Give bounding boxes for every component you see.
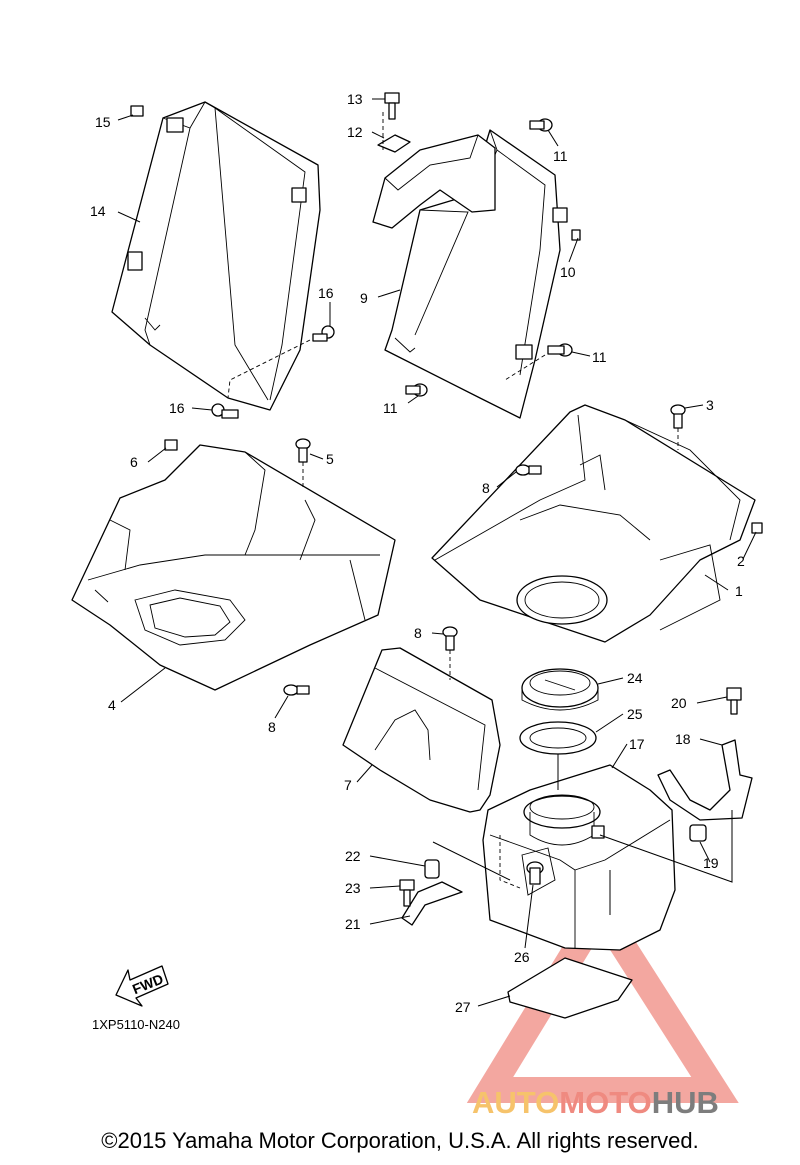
callout-1: 1 (735, 583, 743, 599)
callout-10: 10 (560, 264, 576, 280)
callout-3: 3 (706, 397, 714, 413)
callout-4: 4 (108, 697, 116, 713)
part-18-bracket (657, 739, 753, 821)
part-22-damper (424, 859, 440, 879)
callout-5: 5 (326, 451, 334, 467)
watermark-part-3: HUB (652, 1085, 719, 1120)
callout-20: 20 (671, 695, 687, 711)
nut-10 (571, 229, 581, 241)
part-19-damper (689, 824, 707, 842)
clip-16-bottom (211, 403, 239, 419)
callout-18: 18 (675, 731, 691, 747)
clip-8-left (283, 684, 310, 696)
callout-24: 24 (627, 670, 643, 686)
callout-25: 25 (627, 706, 643, 722)
clip-11-top (529, 118, 553, 132)
callout-19: 19 (703, 855, 719, 871)
assembly-lines (227, 112, 733, 915)
leader-lines (117, 98, 757, 1007)
nut-6 (164, 439, 178, 451)
callout-11-top: 11 (553, 148, 568, 164)
callout-23: 23 (345, 880, 361, 896)
callout-labels: 15 14 13 12 11 10 9 16 16 11 11 3 5 6 8 … (90, 91, 745, 1015)
part-4-floor-panel (71, 444, 396, 691)
callout-8-right: 8 (482, 480, 490, 496)
nut-2 (751, 522, 763, 534)
clip-11-bottom (405, 383, 428, 397)
bolt-13 (384, 92, 400, 120)
callout-6: 6 (130, 454, 138, 470)
callout-9: 9 (360, 290, 368, 306)
callout-15: 15 (95, 114, 111, 130)
svg-text:AUTOMOTOHUB: AUTOMOTOHUB (472, 1085, 719, 1120)
part-7-under-plate (342, 647, 501, 813)
part-21-stay (401, 881, 463, 926)
fwd-arrow-icon: FWD (115, 965, 169, 1007)
watermark-text: AUTOMOTOHUB (472, 1085, 719, 1120)
callout-7: 7 (344, 777, 352, 793)
watermark-part-1: AUTO (472, 1085, 559, 1120)
bolt-23 (399, 879, 415, 907)
part-26-drain (526, 861, 544, 885)
part-1-floor-panel (431, 404, 756, 643)
callout-21: 21 (345, 916, 361, 932)
clip-8-right (515, 464, 542, 476)
callout-8-top: 8 (414, 625, 422, 641)
callout-17: 17 (629, 736, 645, 752)
callout-2: 2 (737, 553, 745, 569)
callout-16-right: 16 (318, 285, 334, 301)
part-14-side-panel (111, 101, 321, 411)
copyright-text: ©2015 Yamaha Motor Corporation, U.S.A. A… (101, 1128, 699, 1153)
callout-13: 13 (347, 91, 363, 107)
callout-26: 26 (514, 949, 530, 965)
part-25-gasket (519, 721, 597, 755)
watermark-part-2: MOTO (559, 1085, 651, 1120)
clip-8-top (442, 626, 458, 651)
part-12-heat-shield (372, 134, 496, 229)
clip-16-right (312, 325, 335, 342)
callout-22: 22 (345, 848, 361, 864)
callout-11-right: 11 (592, 349, 607, 365)
callout-16-bottom: 16 (169, 400, 185, 416)
nut-15 (130, 105, 144, 117)
clip-3 (670, 404, 686, 429)
callout-11-bottom: 11 (383, 400, 398, 416)
part-27-pad (507, 957, 633, 1019)
diagram-code: 1XP5110-N240 (92, 1017, 180, 1032)
part-17-fuel-tank (482, 764, 676, 951)
callout-14: 14 (90, 203, 106, 219)
callout-12: 12 (347, 124, 363, 140)
callout-27: 27 (455, 999, 471, 1015)
part-24-fuel-cap (521, 668, 599, 711)
clip-5 (295, 438, 311, 463)
bolt-20 (726, 687, 742, 715)
clip-11-right (547, 343, 573, 357)
callout-8-left: 8 (268, 719, 276, 735)
